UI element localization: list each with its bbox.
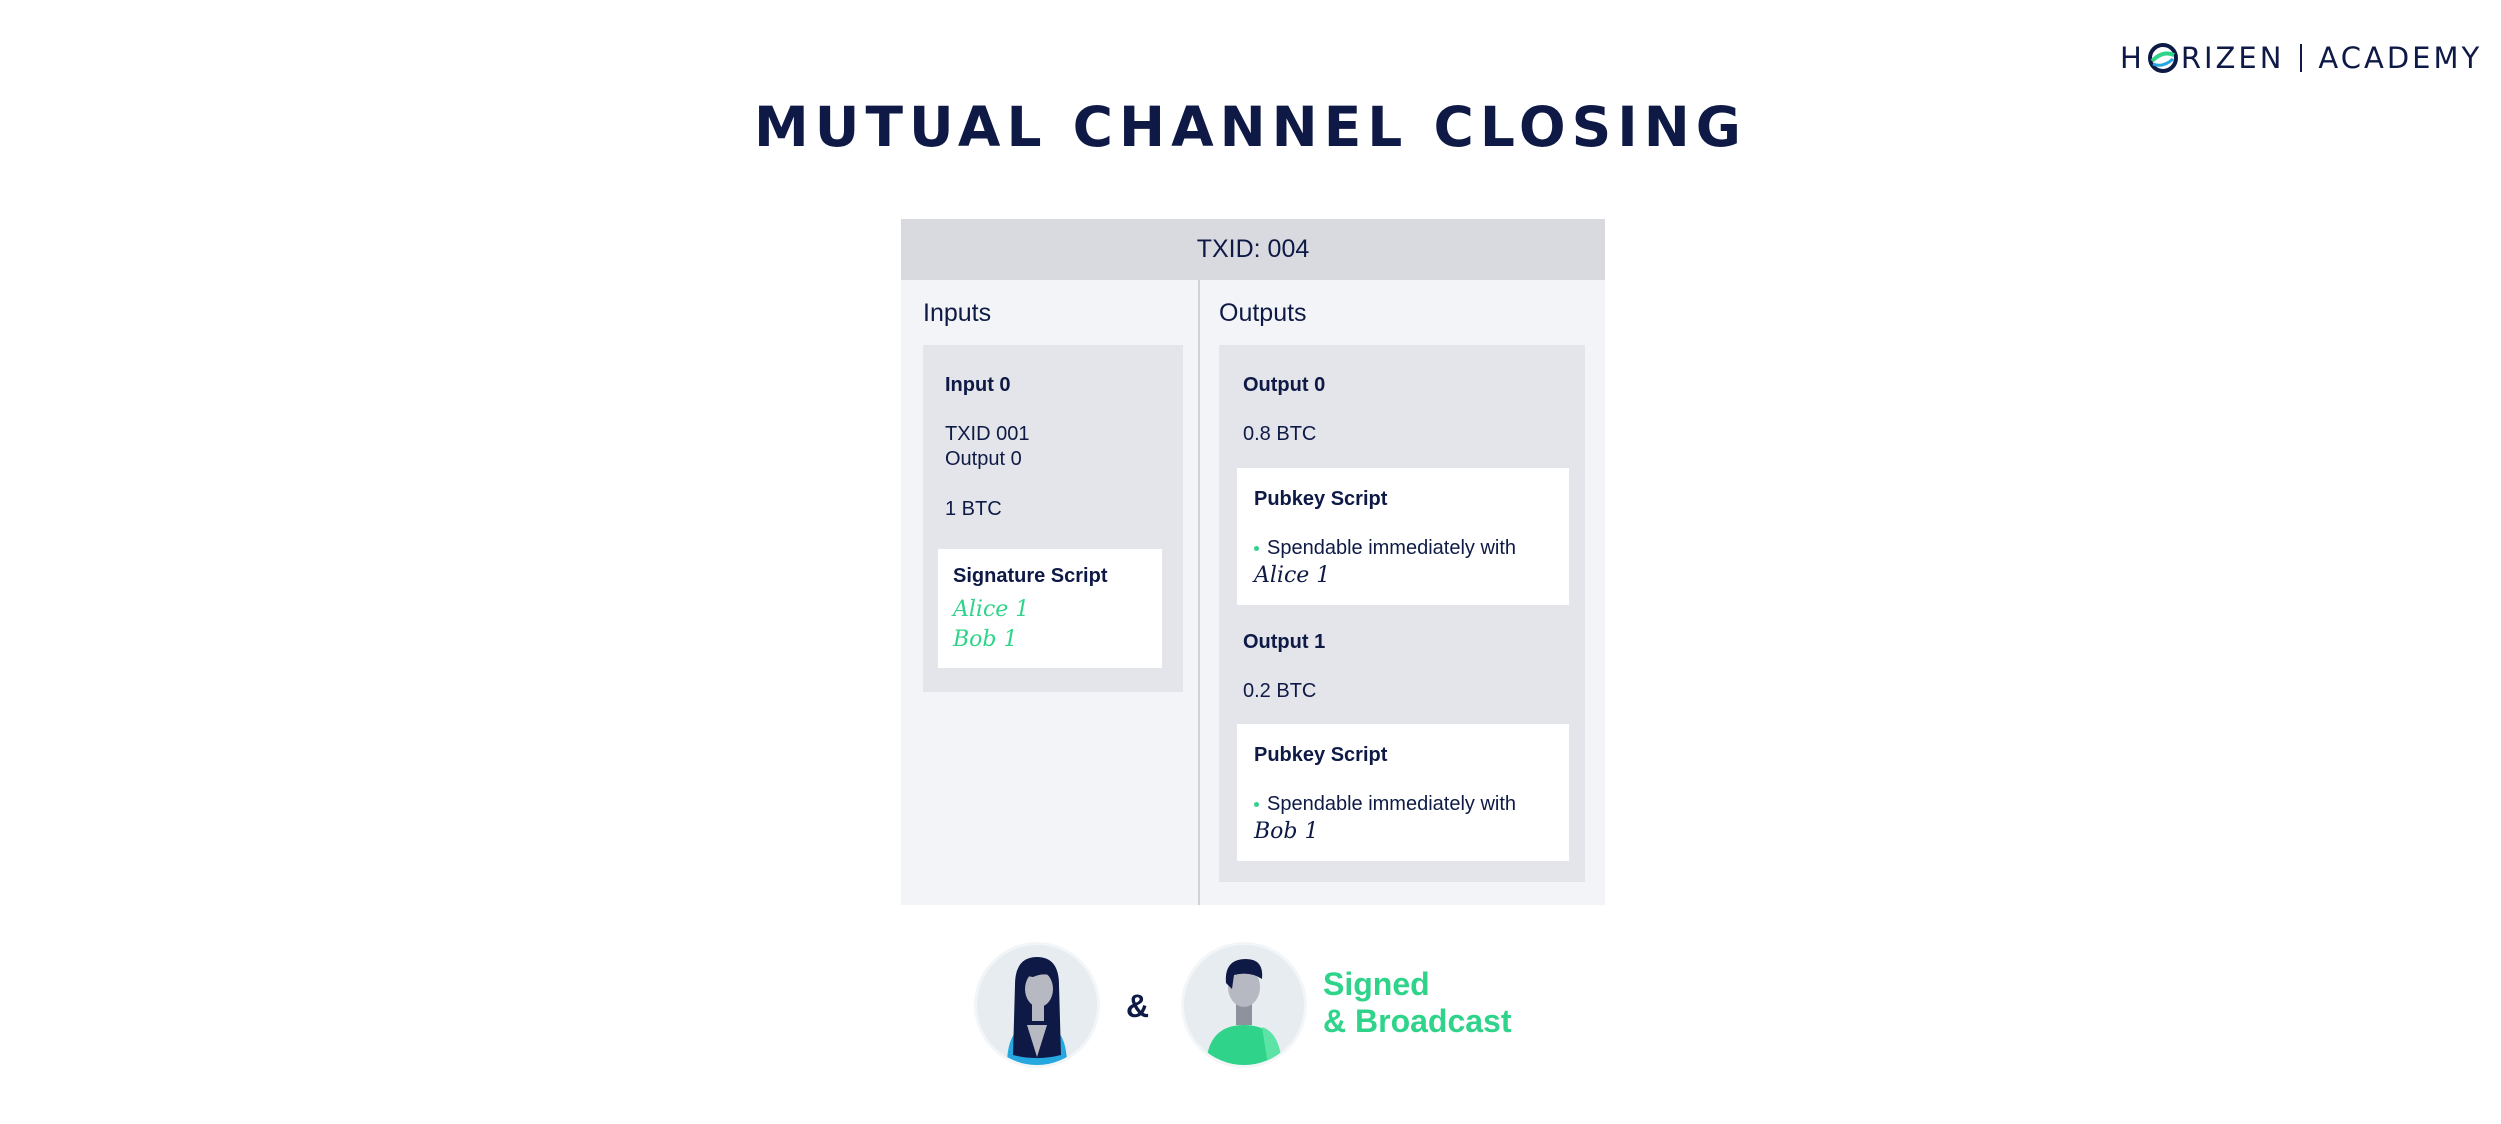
transaction-box: TXID: 004 Inputs Outputs Input 0 TXID 00…: [901, 219, 1605, 905]
output-0-title: Output 0: [1243, 374, 1326, 396]
input-0-txid: TXID 001: [945, 423, 1030, 445]
horizen-academy-logo: H RIZEN ACADEMY: [2120, 38, 2482, 78]
output-0-script-title: Pubkey Script: [1254, 488, 1388, 510]
txid-header: TXID: 004: [901, 219, 1605, 280]
output-1-amount: 0.2 BTC: [1243, 680, 1317, 702]
bob-figure-icon: [1206, 959, 1282, 1065]
output-1-script-key: Bob 1: [1254, 819, 1319, 844]
input-0-title: Input 0: [945, 374, 1011, 396]
output-1-script-text: Spendable immediately with: [1267, 793, 1517, 815]
output-0-amount: 0.8 BTC: [1243, 423, 1317, 445]
logo-letter-h: H: [2120, 41, 2145, 75]
output-1-script-line: Spendable immediately with: [1254, 792, 1516, 817]
logo-letters-rizen: RIZEN: [2180, 41, 2285, 75]
signed-broadcast-label: Signed & Broadcast: [1323, 966, 1512, 1040]
output-0-pubkey-card: Pubkey Script Spendable immediately with…: [1237, 468, 1569, 605]
logo-divider: [2300, 44, 2303, 72]
signature-script-card: Signature Script Alice 1 Bob 1: [938, 549, 1162, 668]
input-0-amount: 1 BTC: [945, 498, 1002, 520]
horizen-o-icon: [2147, 43, 2178, 73]
bullet-dot: [1254, 802, 1259, 808]
output-0-script-key: Alice 1: [1254, 563, 1331, 588]
output-0-script-line: Spendable immediately with: [1254, 536, 1516, 561]
logo-academy-text: ACADEMY: [2318, 41, 2483, 75]
input-0-panel: Input 0 TXID 001 Output 0 1 BTC Signatur…: [923, 345, 1183, 692]
bob-avatar: [1181, 942, 1307, 1068]
output-1-title: Output 1: [1243, 631, 1326, 653]
page-title: MUTUAL CHANNEL CLOSING: [754, 95, 1747, 159]
ampersand: &: [1126, 988, 1150, 1024]
alice-figure-icon: [1007, 957, 1067, 1065]
bullet-dot: [1254, 546, 1259, 552]
signed-line-2: & Broadcast: [1323, 1003, 1512, 1039]
signature-alice: Alice 1: [953, 597, 1030, 622]
output-1-script-title: Pubkey Script: [1254, 744, 1388, 766]
output-1-pubkey-card: Pubkey Script Spendable immediately with…: [1237, 724, 1569, 861]
input-0-output-ref: Output 0: [945, 448, 1022, 470]
column-divider: [1198, 280, 1200, 905]
horizen-wordmark: H RIZEN: [2120, 41, 2284, 75]
signature-script-title: Signature Script: [953, 565, 1108, 587]
outputs-label: Outputs: [1219, 299, 1307, 327]
signed-line-1: Signed: [1323, 966, 1430, 1002]
alice-avatar: [974, 942, 1100, 1068]
output-0-script-text: Spendable immediately with: [1267, 537, 1517, 559]
signature-bob: Bob 1: [953, 627, 1018, 652]
outputs-panel: Output 0 0.8 BTC Pubkey Script Spendable…: [1219, 345, 1585, 882]
inputs-label: Inputs: [923, 299, 992, 327]
